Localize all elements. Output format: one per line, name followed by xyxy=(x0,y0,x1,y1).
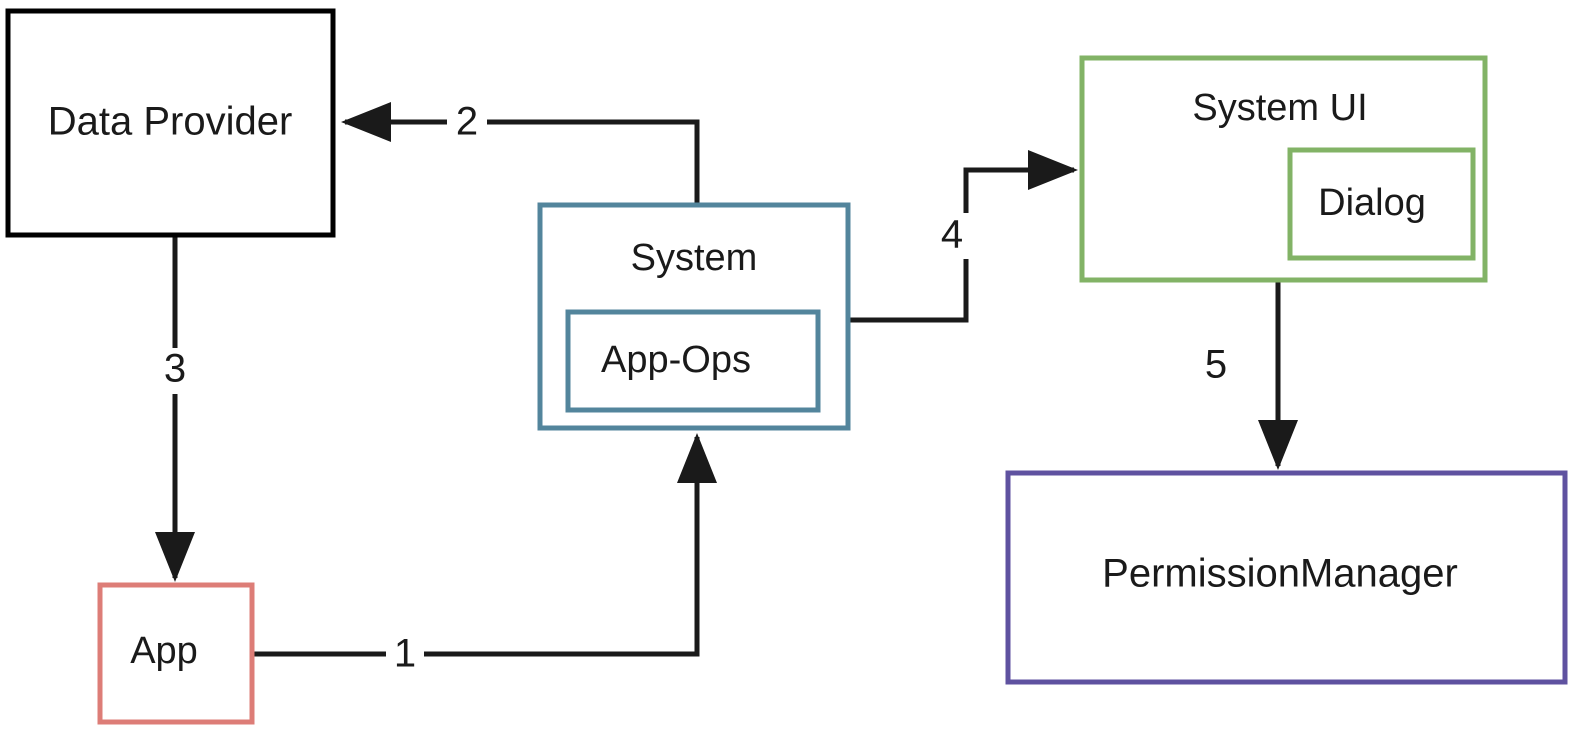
edge-5-group: 5 xyxy=(1196,280,1298,471)
edge-1-label-bg xyxy=(386,632,424,676)
system-ui-label: System UI xyxy=(1192,87,1367,129)
node-app[interactable]: App xyxy=(97,582,255,725)
permission-manager-label: PermissionManager xyxy=(1102,552,1458,596)
node-app-ops[interactable]: App-Ops xyxy=(565,309,821,413)
edge-3-group: 3 xyxy=(155,235,196,583)
edge-2-label-bg xyxy=(447,100,487,144)
permission-manager-box[interactable] xyxy=(1005,470,1568,685)
app-label: App xyxy=(130,630,198,672)
node-data-provider[interactable]: Data Provider xyxy=(5,8,336,238)
edge-2-group: 2 xyxy=(340,100,700,205)
app-ops-label: App-Ops xyxy=(601,339,751,381)
edge-3-label: 3 xyxy=(164,347,186,391)
app-box[interactable] xyxy=(97,582,255,725)
edge-1-path xyxy=(252,432,717,657)
edge-5-label: 5 xyxy=(1205,343,1227,387)
edge-4-label: 4 xyxy=(941,213,963,257)
edge-4-label-bg xyxy=(931,213,973,259)
dialog-box[interactable] xyxy=(1287,147,1476,261)
edge-2-path xyxy=(340,102,700,205)
dialog-label: Dialog xyxy=(1318,182,1426,224)
system-label: System xyxy=(631,237,758,279)
edge-5-label-bg xyxy=(1196,343,1238,389)
edge-1-group: 1 xyxy=(252,432,717,676)
edge-1-label: 1 xyxy=(394,632,416,676)
edge-3-label-bg xyxy=(156,348,196,394)
edge-2-label: 2 xyxy=(456,100,478,144)
data-provider-box[interactable] xyxy=(5,8,336,238)
node-permission-manager[interactable]: PermissionManager xyxy=(1005,470,1568,685)
edge-4-group: 4 xyxy=(848,150,1079,323)
data-provider-label: Data Provider xyxy=(48,100,293,144)
app-ops-box[interactable] xyxy=(565,309,821,413)
node-dialog[interactable]: Dialog xyxy=(1287,147,1476,261)
